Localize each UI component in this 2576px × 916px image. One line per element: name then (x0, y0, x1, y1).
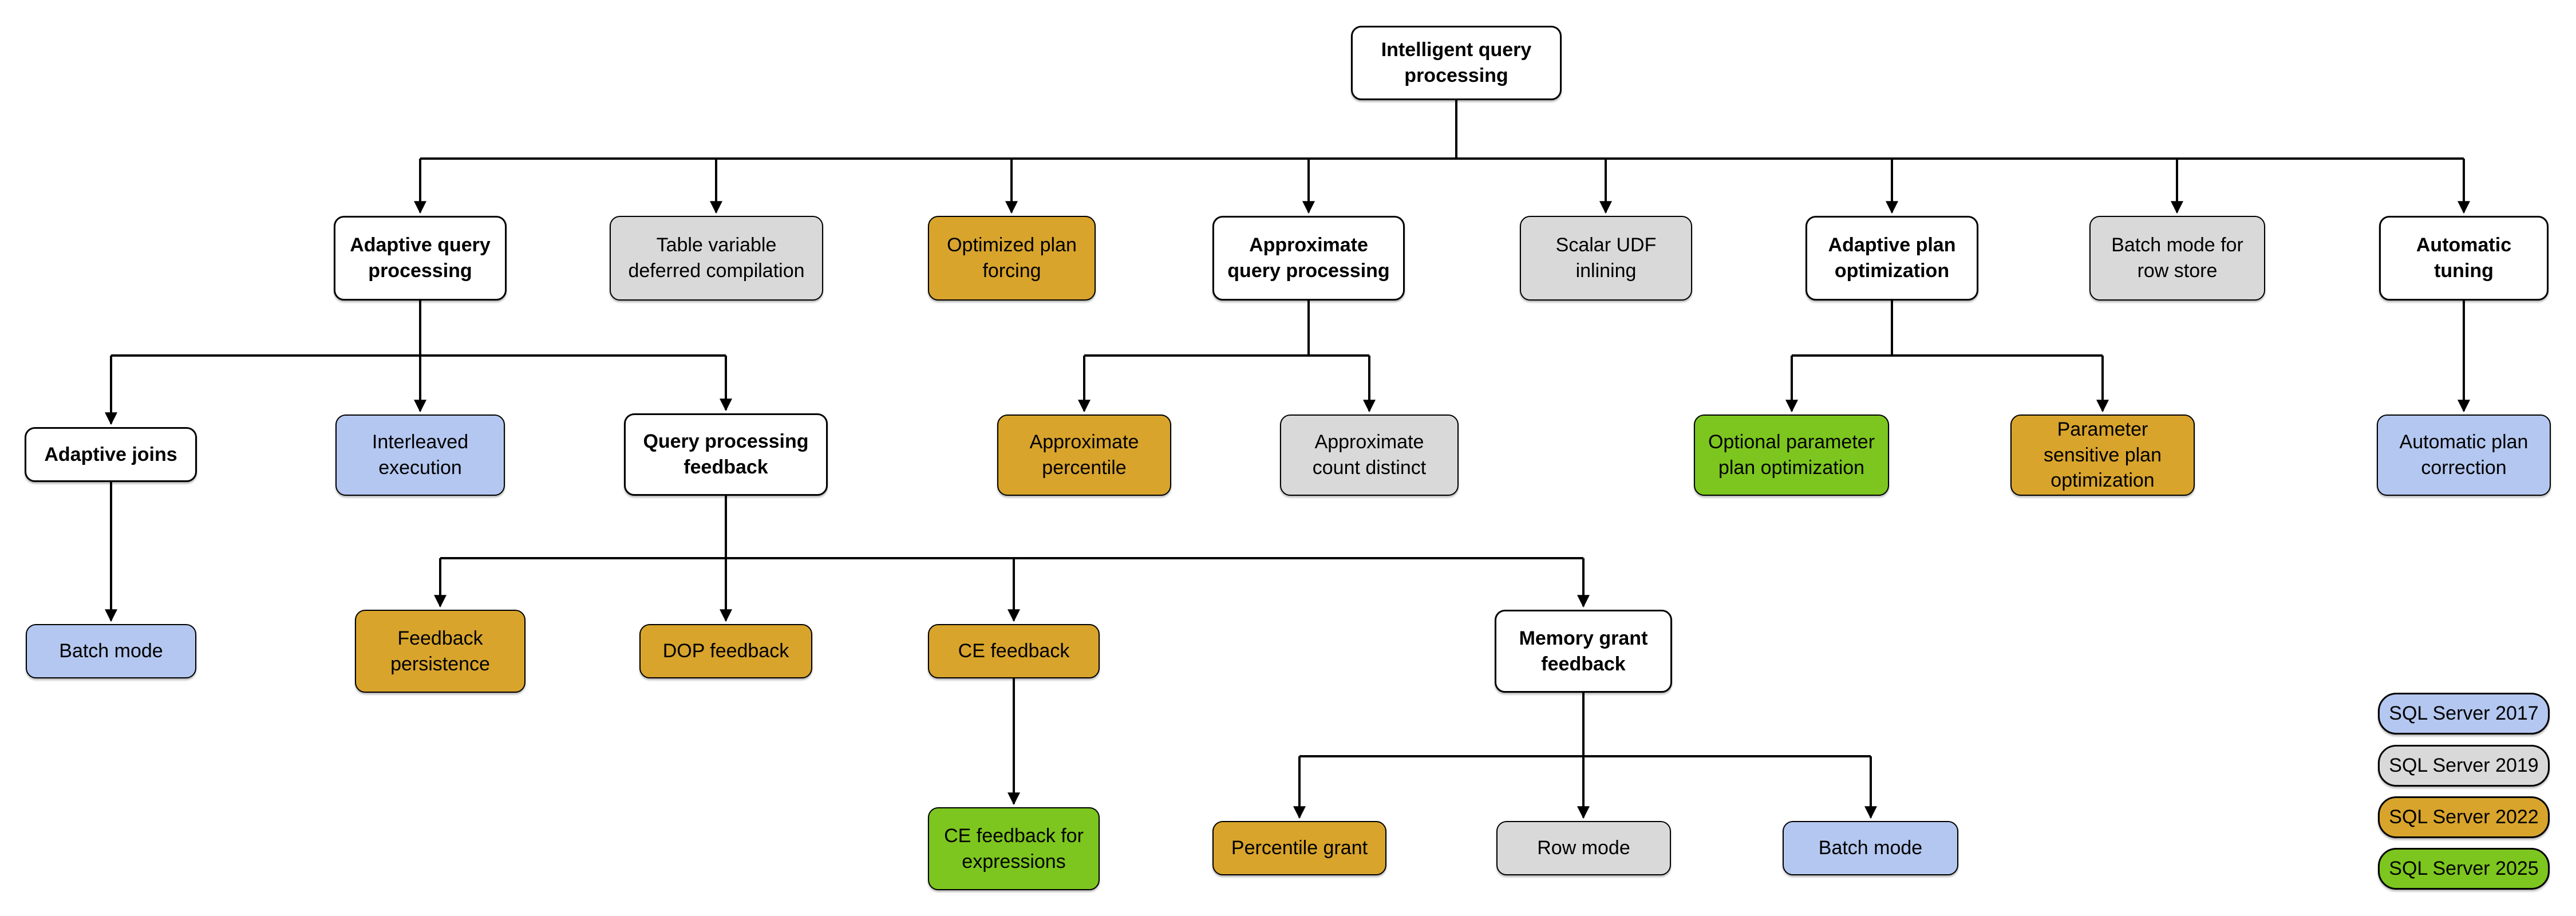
node-percentile-grant: Percentile grant (1212, 821, 1386, 875)
node-approximate-percentile: Approximate percentile (997, 414, 1171, 496)
legend-sql-server-2022: SQL Server 2022 (2378, 796, 2550, 838)
node-approximate-count-distinct: Approximate count distinct (1280, 414, 1459, 496)
node-interleaved-execution: Interleaved execution (335, 414, 505, 496)
legend-sql-server-2017: SQL Server 2017 (2378, 693, 2550, 735)
node-approximate-query-processing: Approximate query processing (1212, 216, 1405, 301)
node-batch-mode-for-row-store: Batch mode for row store (2089, 216, 2265, 301)
node-dop-feedback: DOP feedback (639, 624, 812, 678)
node-adaptive-query-processing: Adaptive query processing (334, 216, 507, 301)
node-scalar-udf-inlining: Scalar UDF inlining (1520, 216, 1692, 301)
node-table-variable-deferred-compilation: Table variable deferred compilation (610, 216, 823, 301)
node-optional-parameter-plan-optimization: Optional parameter plan optimization (1694, 414, 1889, 496)
node-adaptive-joins: Adaptive joins (25, 427, 197, 482)
node-parameter-sensitive-plan-optimization: Parameter sensitive plan optimization (2010, 414, 2195, 496)
node-feedback-persistence: Feedback persistence (355, 610, 526, 693)
node-batch-mode-adaptive-joins: Batch mode (26, 624, 196, 678)
node-query-processing-feedback: Query processing feedback (624, 413, 828, 496)
node-automatic-plan-correction: Automatic plan correction (2377, 414, 2551, 496)
legend-sql-server-2025: SQL Server 2025 (2378, 848, 2550, 890)
node-ce-feedback: CE feedback (928, 624, 1100, 678)
node-adaptive-plan-optimization: Adaptive plan optimization (1805, 216, 1978, 301)
node-ce-feedback-for-expressions: CE feedback for expressions (928, 807, 1100, 890)
node-automatic-tuning: Automatic tuning (2379, 216, 2549, 301)
node-optimized-plan-forcing: Optimized plan forcing (928, 216, 1096, 301)
legend-sql-server-2019: SQL Server 2019 (2378, 745, 2550, 787)
node-row-mode: Row mode (1496, 821, 1671, 875)
node-memory-grant-feedback: Memory grant feedback (1495, 610, 1672, 693)
node-intelligent-query-processing: Intelligent query processing (1351, 26, 1562, 100)
node-batch-mode-memory-grant: Batch mode (1783, 821, 1958, 875)
